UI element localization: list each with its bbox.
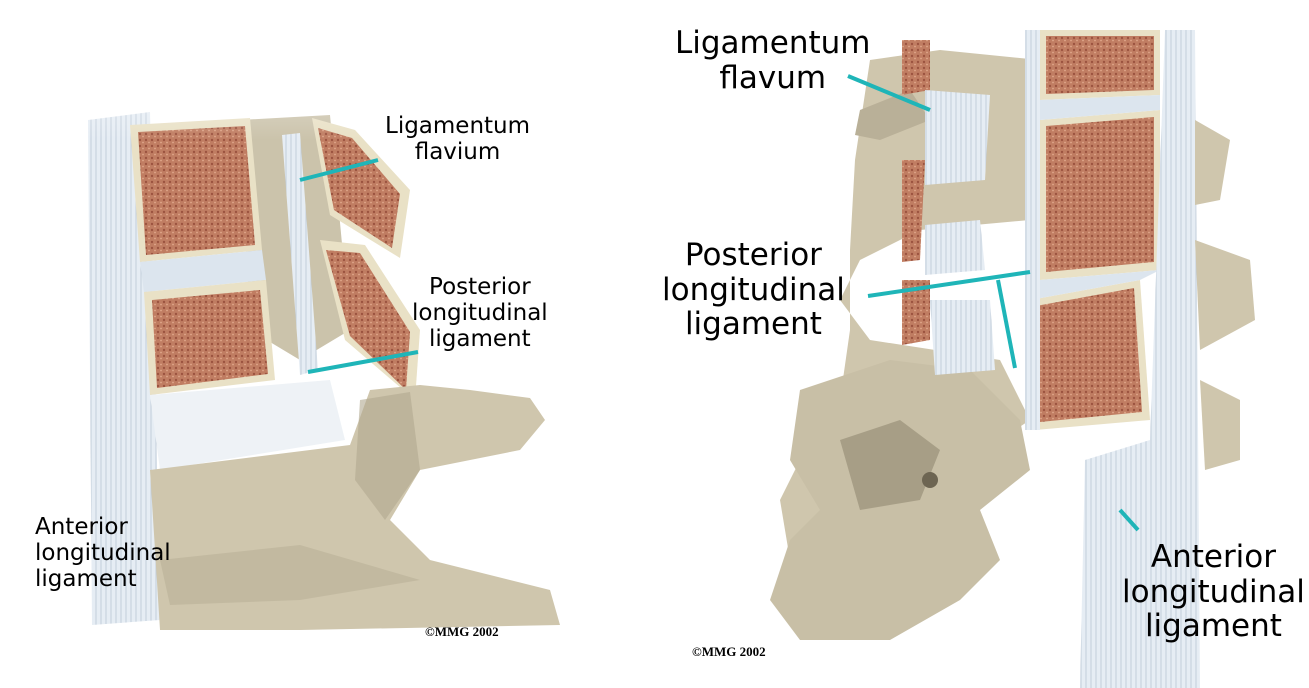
anterior-ligament-strip-right	[1080, 30, 1200, 688]
ligamentum-flavum-strip-middle	[925, 220, 985, 275]
label-anterior-longitudinal-right: Anterior longitudinal ligament	[1122, 539, 1305, 645]
label-posterior-longitudinal-left: Posterior longitudinal ligament	[412, 274, 548, 352]
copyright-left: ©MMG 2002	[425, 624, 499, 639]
ligamentum-flavum-strip-lower	[930, 300, 995, 375]
disc-2-right	[1030, 270, 1160, 300]
right-diagram-panel: Ligamentum flavum Posterior longitudinal…	[640, 0, 1309, 688]
label-ligamentum-flavium: Ligamentum flavium	[385, 113, 531, 165]
leader-line-posterior-longitudinal-right-b	[996, 279, 1017, 369]
label-posterior-longitudinal-right: Posterior longitudinal ligament	[662, 237, 845, 343]
posterior-longitudinal-strip-right	[1025, 30, 1040, 430]
copyright-right: ©MMG 2002	[692, 644, 766, 659]
leader-line-anterior-longitudinal-right	[1118, 508, 1140, 532]
leader-line-posterior-longitudinal-left	[307, 350, 419, 374]
lower-disc-left	[150, 380, 345, 470]
label-ligamentum-flavum: Ligamentum flavum	[675, 25, 871, 96]
label-anterior-longitudinal-left: Anterior longitudinal ligament	[35, 514, 171, 592]
leader-line-posterior-longitudinal-right-a	[867, 270, 1031, 298]
leader-line-ligamentum-flavium	[299, 158, 379, 182]
left-diagram-panel: Ligamentum flavium Posterior longitudina…	[0, 0, 600, 688]
disc-1-right	[1040, 95, 1160, 120]
ligamentum-flavum-strip	[282, 133, 318, 375]
intervertebral-disc-left	[140, 250, 266, 292]
ligamentum-flavum-strip-upper	[925, 90, 990, 185]
left-spine-illustration	[0, 0, 600, 630]
right-spine-illustration	[770, 30, 1255, 688]
leader-line-ligamentum-flavum	[847, 74, 931, 112]
